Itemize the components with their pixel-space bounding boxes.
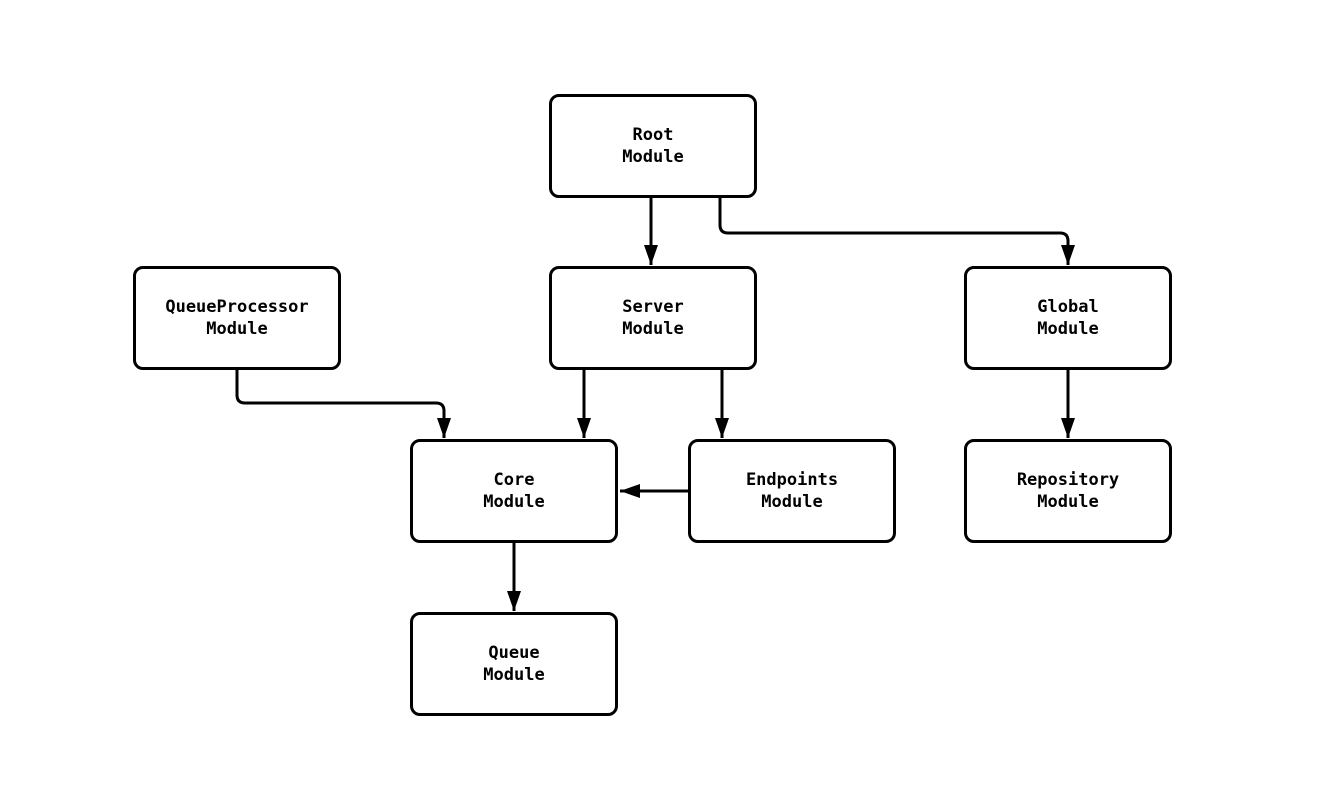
node-label-line2: Module [206, 319, 268, 339]
node-label-line2: Module [622, 319, 684, 339]
node-label-line2: Module [483, 492, 545, 512]
node-label-line1: Core [493, 470, 535, 490]
node-label-line2: Module [1037, 319, 1099, 339]
node-repository-module: Repository Module [964, 439, 1172, 543]
node-label-line1: Global [1037, 297, 1099, 317]
node-label-line1: Repository [1016, 470, 1120, 490]
node-core-module: Core Module [410, 439, 618, 543]
node-queueprocessor-module: QueueProcessor Module [133, 266, 341, 370]
node-queue-module: Queue Module [410, 612, 618, 716]
node-label-line1: QueueProcessor [165, 297, 309, 317]
node-label-line1: Queue [488, 643, 540, 663]
edge-queueprocessor-to-core [235, 370, 451, 438]
node-label-line1: Root [632, 125, 674, 145]
node-label-line2: Module [761, 492, 823, 512]
node-label-line2: Module [622, 147, 684, 167]
node-label-line2: Module [1037, 492, 1099, 512]
node-root-module: Root Module [549, 94, 757, 198]
edge-root-to-global [718, 198, 1075, 265]
node-server-module: Server Module [549, 266, 757, 370]
node-label-line1: Server [622, 297, 684, 317]
node-label-line2: Module [483, 665, 545, 685]
node-global-module: Global Module [964, 266, 1172, 370]
node-label-line1: Endpoints [745, 470, 839, 490]
node-endpoints-module: Endpoints Module [688, 439, 896, 543]
